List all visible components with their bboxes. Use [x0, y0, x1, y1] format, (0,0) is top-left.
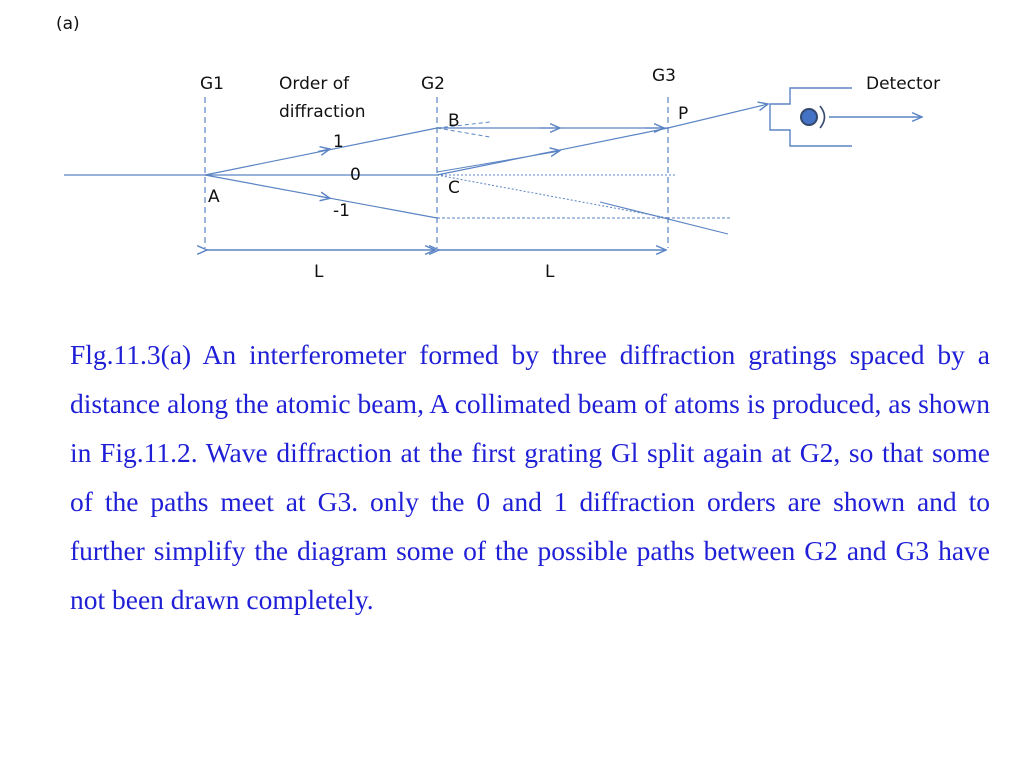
- label-g1: G1: [200, 74, 224, 94]
- beam-c-diagonal: [436, 174, 669, 219]
- interferometer-diagram: (a) G1 Order of diffraction G2 G3 Detect…: [56, 14, 940, 282]
- label-g2: G2: [421, 74, 445, 94]
- label-distance-1: L: [314, 262, 324, 282]
- label-point-b: B: [448, 111, 460, 131]
- detector-housing: [769, 87, 852, 147]
- label-point-c: C: [448, 178, 460, 198]
- beam-order-plus1: [204, 127, 438, 176]
- label-point-p: P: [678, 104, 688, 124]
- beam-lower-diagonal: [599, 201, 729, 235]
- arrow-plus1: [317, 149, 330, 152]
- beam-c-to-p-second: [436, 150, 561, 173]
- dashed-stub-b-lower: [436, 127, 491, 138]
- label-order-plus1: 1: [333, 132, 344, 152]
- arrow-c-to-p: [539, 151, 560, 155]
- label-detector: Detector: [866, 74, 940, 94]
- label-order-zero: 0: [350, 165, 361, 185]
- detector-dot: [800, 108, 818, 126]
- dashed-stub-b-upper: [436, 121, 491, 129]
- arrow-minus1: [317, 196, 330, 198]
- label-distance-2: L: [545, 262, 555, 282]
- label-g3: G3: [652, 66, 676, 86]
- label-point-a: A: [208, 187, 220, 207]
- beam-p-to-detector: [667, 104, 768, 129]
- panel-label: (a): [56, 14, 80, 34]
- figure-caption: Flg.11.3(a) An interferometer formed by …: [70, 339, 990, 615]
- label-order-minus1: -1: [333, 201, 350, 221]
- detector-arc: [819, 105, 826, 129]
- label-order-of: Order of: [279, 74, 350, 94]
- label-diffraction: diffraction: [279, 102, 366, 122]
